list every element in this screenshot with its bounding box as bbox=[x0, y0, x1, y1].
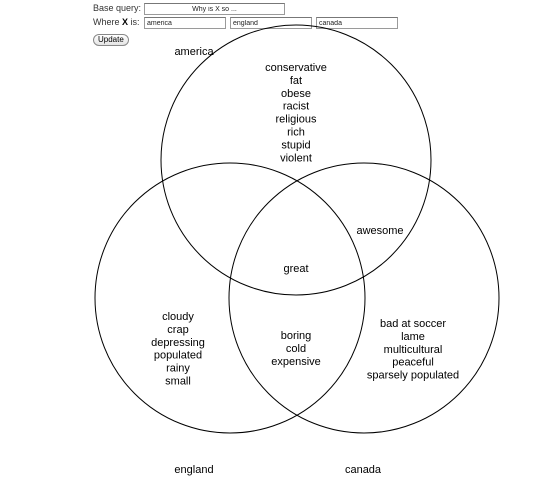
set-label-canada: canada bbox=[345, 464, 382, 476]
update-button[interactable]: Update bbox=[93, 34, 129, 46]
where-variable: X bbox=[122, 17, 129, 27]
region-word: bad at soccer bbox=[380, 318, 446, 330]
region-word: violent bbox=[280, 152, 312, 164]
region-word: small bbox=[165, 376, 191, 388]
base-query-input[interactable] bbox=[144, 3, 285, 15]
region-word: rich bbox=[287, 127, 305, 139]
set-label-england: england bbox=[174, 464, 213, 476]
circle-england bbox=[94, 162, 366, 434]
region-word: depressing bbox=[151, 337, 205, 349]
set-label-america: america bbox=[174, 46, 214, 58]
region-america-only: conservativefatobeseracistreligiousrichs… bbox=[265, 62, 327, 164]
term-input-1[interactable] bbox=[144, 17, 226, 29]
region-word: racist bbox=[283, 101, 309, 113]
region-word: stupid bbox=[281, 139, 310, 151]
circle-america bbox=[160, 24, 432, 296]
region-word: fat bbox=[290, 75, 302, 87]
term-input-3[interactable] bbox=[316, 17, 398, 29]
region-america-canada: awesome bbox=[356, 225, 403, 237]
region-word: obese bbox=[281, 88, 311, 100]
region-word: awesome bbox=[356, 225, 403, 237]
region-all-three: great bbox=[283, 263, 308, 275]
region-word: expensive bbox=[271, 356, 321, 368]
circle-canada bbox=[228, 162, 500, 434]
region-canada-only: bad at soccerlamemulticulturalpeacefulsp… bbox=[367, 318, 459, 382]
where-label: Where X is: bbox=[93, 17, 140, 27]
region-word: great bbox=[283, 263, 308, 275]
region-word: boring bbox=[281, 330, 312, 342]
region-word: conservative bbox=[265, 62, 327, 74]
region-word: peaceful bbox=[392, 357, 434, 369]
region-word: sparsely populated bbox=[367, 370, 459, 382]
query-form: Base query: Where X is: Update bbox=[0, 0, 550, 50]
base-query-label: Base query: bbox=[93, 3, 142, 13]
region-word: cloudy bbox=[162, 311, 194, 323]
region-word: populated bbox=[154, 350, 202, 362]
region-word: cold bbox=[286, 343, 306, 355]
term-input-2[interactable] bbox=[230, 17, 312, 29]
region-word: crap bbox=[167, 324, 188, 336]
region-word: rainy bbox=[166, 363, 190, 375]
region-word: lame bbox=[401, 331, 425, 343]
region-word: religious bbox=[276, 114, 317, 126]
region-word: multicultural bbox=[384, 344, 443, 356]
